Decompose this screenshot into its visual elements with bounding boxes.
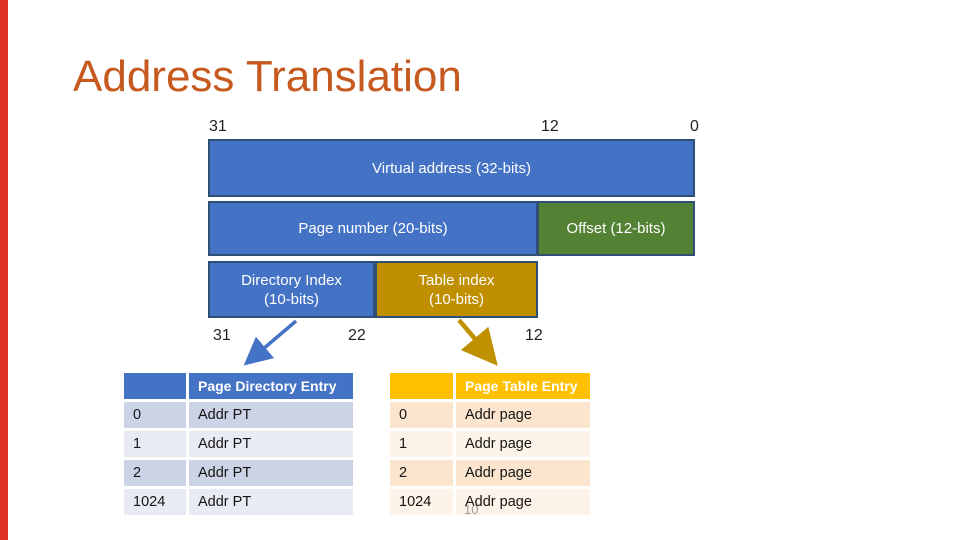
bit-label-31-mid: 31 — [213, 327, 231, 344]
table-row-index: 1024 — [124, 489, 186, 515]
bit-label-0-top: 0 — [690, 118, 699, 135]
bit-label-22-mid: 22 — [348, 327, 366, 344]
table-row-index: 1 — [124, 431, 186, 457]
table-index-label-line1: Table index — [418, 271, 495, 289]
bit-label-31-top: 31 — [209, 118, 227, 135]
page-directory-header: Page Directory Entry — [189, 373, 353, 399]
bit-label-12-mid: 12 — [525, 327, 543, 344]
virtual-address-label: Virtual address (32-bits) — [372, 159, 531, 177]
table-row-index: 1 — [390, 431, 453, 457]
virtual-address-box: Virtual address (32-bits) — [208, 139, 695, 197]
table-row-value: Addr page — [456, 402, 590, 428]
table-row-index: 2 — [124, 460, 186, 486]
table-row-index: 1024 — [390, 489, 453, 515]
table-row-index: 0 — [124, 402, 186, 428]
page-number-box: Page number (20-bits) — [208, 201, 538, 256]
page-table-header: Page Table Entry — [456, 373, 590, 399]
page-number-label: Page number (20-bits) — [298, 220, 448, 237]
table-index-arrow — [457, 318, 498, 366]
page-table-corner-cell — [390, 373, 453, 399]
table-row-index: 2 — [390, 460, 453, 486]
slide-title: Address Translation — [73, 52, 462, 101]
table-index-label-line2: (10-bits) — [428, 290, 484, 308]
table-row-value: Addr PT — [189, 431, 353, 457]
bit-label-12-top: 12 — [541, 118, 559, 135]
table-index-box: Table index (10-bits) — [375, 261, 538, 318]
directory-index-label-line1: Directory Index — [241, 271, 342, 289]
table-row-value: Addr page — [456, 431, 590, 457]
offset-box: Offset (12-bits) — [537, 201, 695, 256]
directory-index-box: Directory Index (10-bits) — [208, 261, 375, 318]
directory-index-label-line2: (10-bits) — [263, 290, 319, 308]
table-row-value: Addr page — [456, 489, 590, 515]
table-row-value: Addr PT — [189, 402, 353, 428]
table-row-value: Addr PT — [189, 460, 353, 486]
page-directory-corner-cell — [124, 373, 186, 399]
directory-index-arrow — [243, 319, 298, 366]
table-row-value: Addr page — [456, 460, 590, 486]
table-row-value: Addr PT — [189, 489, 353, 515]
slide-page-number: 10 — [464, 502, 479, 517]
table-row-index: 0 — [390, 402, 453, 428]
left-accent-bar — [0, 0, 8, 540]
page-directory-table: Page Directory Entry 0 Addr PT 1 Addr PT… — [124, 373, 353, 515]
page-table-entry-table: Page Table Entry 0 Addr page 1 Addr page… — [390, 373, 590, 515]
offset-label: Offset (12-bits) — [566, 220, 666, 237]
